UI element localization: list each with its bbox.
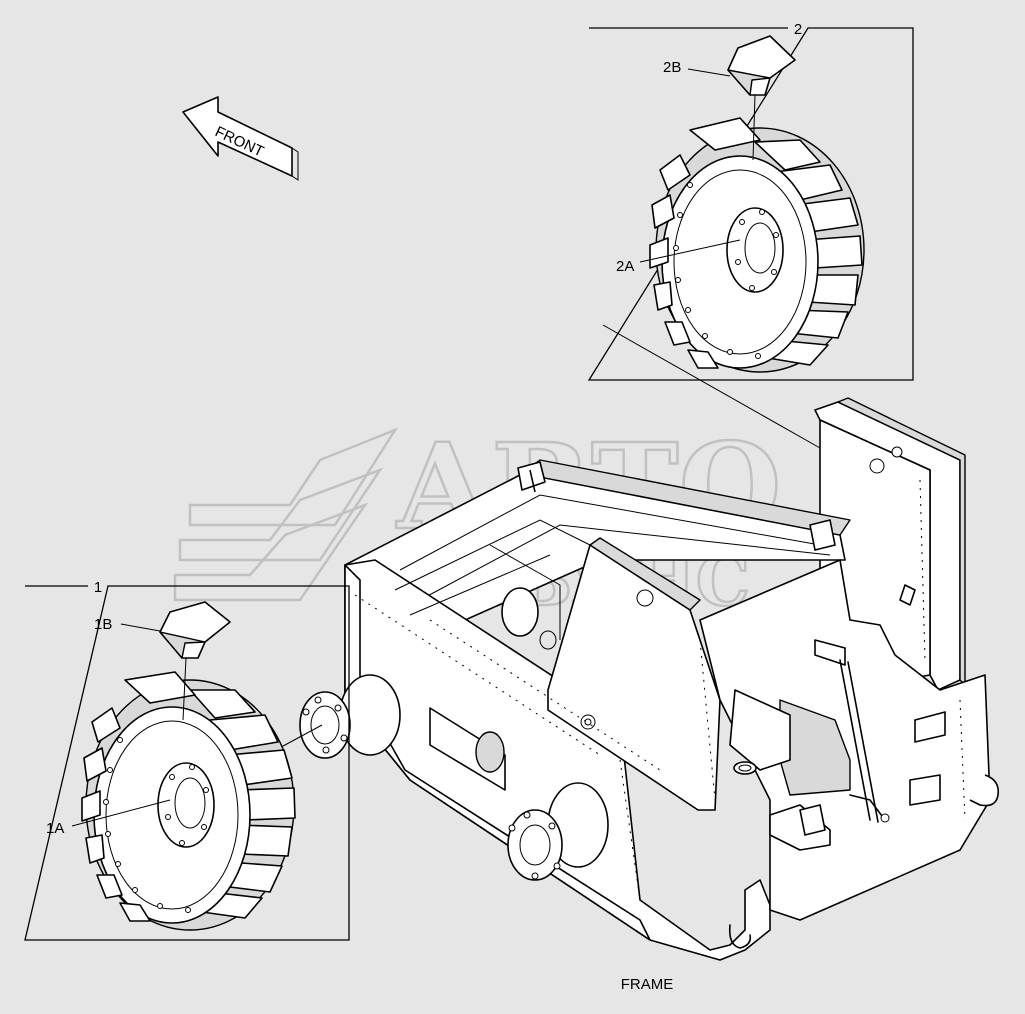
wheel-assembly-2 — [649, 117, 865, 373]
front-arrow: FRONT — [182, 96, 299, 181]
callout-box-2-number: 2 — [794, 21, 802, 38]
callout-box-1: 1 — [24, 579, 350, 941]
axle-hub-front — [299, 674, 401, 759]
label-1a: 1A — [46, 820, 64, 837]
axle-hub-rear — [507, 782, 609, 881]
wheel-assembly-1 — [81, 671, 296, 931]
wheel-2-tread — [689, 117, 863, 366]
label-2b: 2B — [663, 59, 681, 76]
frame-body — [299, 397, 1000, 961]
callout-box-2: 2 — [587, 21, 914, 449]
diagram-caption: FRAME — [621, 976, 674, 993]
tire-sleeve-1b — [159, 601, 231, 721]
label-2a: 2A — [616, 258, 634, 275]
callout-box-1-number: 1 — [94, 579, 102, 596]
label-1b: 1B — [94, 616, 112, 633]
tire-sleeve-2b — [727, 35, 796, 161]
watermark-logo-stripes — [173, 427, 399, 602]
